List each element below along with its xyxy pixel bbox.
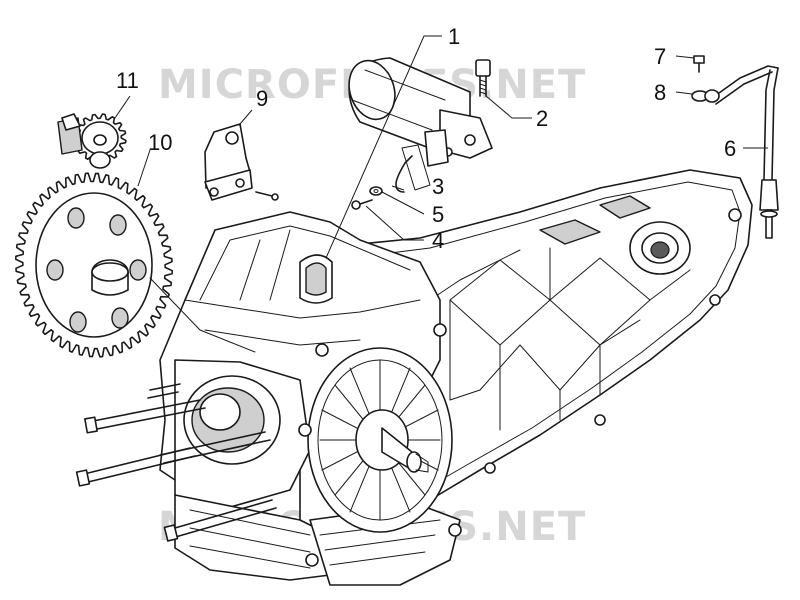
crankcase: [75, 169, 753, 586]
ring-terminal: [691, 89, 720, 103]
callout-5: 5: [432, 202, 444, 227]
gear-small: [57, 113, 127, 169]
callout-9: 9: [256, 86, 268, 111]
bracket: [204, 123, 279, 201]
gear-large: [15, 172, 256, 358]
callout-11: 11: [116, 68, 139, 93]
callout-10: 10: [148, 130, 172, 155]
callout-1: 1: [448, 24, 460, 49]
starter-cable: [395, 155, 413, 193]
leader-lines: [114, 35, 768, 259]
bolt: [475, 59, 491, 97]
callout-3: 3: [432, 174, 444, 199]
callout-2: 2: [536, 106, 548, 131]
callout-7: 7: [654, 44, 666, 69]
callout-6: 6: [724, 136, 736, 161]
screw-small: [693, 55, 705, 73]
callout-4: 4: [432, 228, 444, 253]
starter-motor: [348, 57, 493, 191]
cable-right: [711, 65, 779, 239]
callout-8: 8: [654, 80, 666, 105]
callout-labels: 1 2 3 4 5 6 7 8 9 10 11: [116, 24, 736, 253]
screw: [351, 199, 373, 210]
washer: [369, 186, 383, 196]
